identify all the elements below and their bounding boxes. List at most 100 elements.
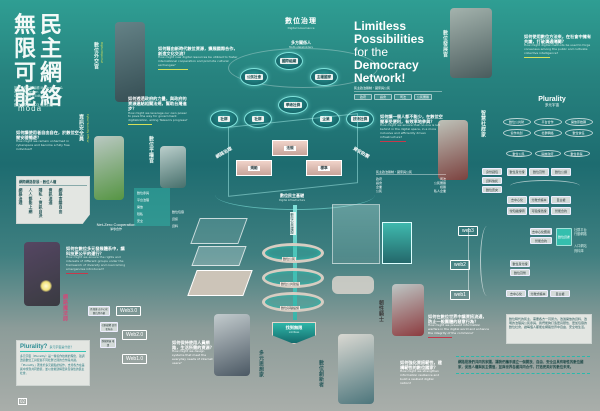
web3-0-label[interactable]: Web3.0 (116, 306, 142, 316)
credits: 設計｜鏡文學編輯 Illustrations & Graphic Design … (14, 86, 63, 107)
question-5: 如何使用數位方法來，在社會中擁有共識，打破溝通隔閡？ How might dig… (524, 34, 594, 58)
ring-digital-citizen (262, 243, 324, 263)
plurality-node: 開放原始碼 (564, 118, 593, 126)
web-mid-items: 數位身分證 數位貨幣 (510, 260, 530, 276)
witch-orb (40, 280, 52, 292)
character-label-security: 資訊安全員 (78, 114, 84, 142)
democracy-node: 司法 (394, 94, 412, 100)
rights-column: 網路治理 (19, 188, 24, 206)
question-7: 如何在數位世界中讓資訊流通，防止一般團體的惡意行為？ How might we … (428, 314, 490, 338)
right-note-panel: 數位時代的民主，需要各方一同努力。透過開放的資料、透明的治理與公民參與，我們能夠… (506, 314, 592, 344)
title-block: 無 限 可 能 民 主 網 絡 (14, 13, 74, 110)
plurality-node: 數位參與 (563, 150, 590, 157)
character-green-scarf (94, 136, 124, 200)
character-label-innovator: 數位創新者 (318, 360, 324, 388)
web-highlight: 數位資產 (556, 228, 572, 246)
character-deer (338, 334, 374, 404)
plurality-node: 協作共創 (502, 129, 531, 137)
disc-sovereign-state[interactable]: 主權國家 (310, 68, 338, 86)
block-standards: 標準 (306, 160, 342, 176)
plurality-node: 開放政府 (534, 150, 561, 157)
plurality-note-panel: Plurality? 多元宇宙是什麼？ 多元宇宙（Plurality）是一種協作… (16, 340, 90, 386)
character-label-smart-community: 智慧社群家 (480, 110, 486, 138)
block-regulation: 法規 (272, 140, 308, 156)
plurality-node: 數位信任 (564, 129, 593, 137)
character-label-security-en: Cyber Security Officer (86, 114, 89, 143)
character-label-diplomat-en: Digital Diplomat (100, 42, 103, 64)
plurality-grid-1: 數位身分證 數位貨幣 數位公證 (507, 168, 571, 176)
rights-column: 網路言論自由 (59, 188, 64, 214)
character-label-equity: 數位平權官 (148, 136, 154, 164)
iso-cubes-right (382, 222, 412, 264)
disc-community[interactable]: 社群 (210, 110, 238, 128)
character-digital-diplomat (115, 22, 145, 102)
web1-0-label[interactable]: Web1.0 (122, 354, 148, 364)
web-curve (480, 226, 494, 296)
title-en: Limitless Possibilities for the Democrac… (354, 19, 425, 85)
character-label-plurality-thinker: 多元思想家 (258, 350, 264, 378)
character-label-diplomat: 數位外交官 (93, 42, 99, 70)
rights-column: 人人都能上網 (29, 188, 34, 214)
ring-label-2: 數位公共建設 (280, 282, 301, 286)
ring-digital-infra (262, 292, 324, 312)
character-label-knight: 韌性騎士 (378, 300, 384, 322)
democracy-node: 議會 (374, 94, 392, 100)
limitless-shield: 找到無限 Limitless (272, 322, 316, 344)
disc-enterprise[interactable]: 企業 (312, 110, 340, 128)
character-label-wizard: 網路魔法師 (62, 294, 68, 322)
pillar-label: 數位公共建設 (290, 212, 296, 235)
web2-0-label[interactable]: Web2.0 (122, 330, 148, 340)
page-number: 02 (18, 398, 28, 405)
iso-layer-base (187, 270, 253, 296)
plurality-node: 數位公共財 (502, 118, 531, 126)
disc-academic[interactable]: 學術社群 (278, 96, 308, 114)
plurality-curve (510, 180, 580, 192)
question-6b: 如何在數位多元發展體系中，讓科技更公平的運行？ How might we ens… (66, 246, 128, 274)
left-teal-list: 數位參與 平台治理 開放 隱私 安全 (134, 188, 170, 226)
character-wanderer (214, 314, 250, 376)
web-side-notes: 社群平台 行動網路 入口網站 資料庫 (574, 228, 587, 253)
web2-label[interactable]: web2 (450, 260, 470, 270)
question-4: 如何讓一個人都不能少，在數位空間享受便利，有效率地參與？ How might w… (380, 114, 444, 142)
plurality-node: 平台合作 (533, 118, 562, 126)
digital-governance-heading: 數位治理 Digital Governance (285, 17, 317, 30)
disc-tech-community[interactable]: 技術社群 (346, 110, 374, 128)
question-2: 如何透過政府的力量，與政府的資源連結相關法規，幫助台灣進步？ How might… (128, 96, 190, 126)
bottom-quote: 網路是我們共同的家園，讓我們攜手建立一個開放、自由、安全且具有韌性的數位國家，促… (456, 356, 590, 374)
question-9: 如何強化資訊韌性，建構韌性的數位國家？ How might we strengt… (400, 360, 442, 385)
democracy-box: 民主政治體制・國家與公民 政府 議會 司法 公民團體 (354, 86, 442, 110)
net-zero-label: Net-Zero Cooperation 淨零合作 (96, 222, 136, 231)
disc-civil-society[interactable]: 公民社會 (240, 68, 268, 86)
web3-label[interactable]: web3 (458, 226, 478, 236)
plurality-left-list: 身份錢包 資料信託 數位皮夾 (482, 168, 502, 193)
iso-layer-top (190, 218, 248, 244)
plurality-grid-3: 零知識證明 可驗證憑證 智能合約 (507, 207, 571, 215)
plurality-node: 數位公民 (505, 150, 532, 157)
plurality-node: 社群網絡 (533, 129, 562, 137)
web-right-items: 去中心化應用 智能合約 (530, 228, 552, 244)
web1-label[interactable]: web1 (450, 290, 470, 300)
rights-column: 資訊流通 (49, 188, 54, 206)
character-label-developer: 數位發展官 (442, 30, 448, 58)
iso-blocks-right (332, 204, 380, 264)
democracy-node: 公民團體 (414, 94, 432, 100)
web-left-notes: 區塊鏈 去中心化 數位所有權 社群媒體 使用者內容 靜態網頁 唯讀 (88, 306, 118, 348)
disc-society[interactable]: 社群 (244, 110, 272, 128)
democracy-node: 政府 (354, 94, 372, 100)
question-1: 如何藉由新時代數位資源，擴展國際合作，創造文化交流？ How might new… (158, 46, 238, 70)
plurality-grid-2: 去中心化 分散式帳本 自主權 (507, 196, 571, 204)
block-norms: 規範 (236, 160, 272, 176)
plurality-nodes-top: 數位公共財 平台合作 開放原始碼 協作共創 社群網絡 數位信任 (500, 118, 595, 137)
title-zh-col2: 民 主 網 絡 (40, 13, 64, 110)
character-tv-heads (450, 8, 492, 78)
question-6: 如何保持使用人員網路，生活所需的資源？ How might we design … (172, 340, 214, 365)
character-witch (24, 242, 60, 306)
character-red-cape (392, 284, 424, 336)
ring-label-1: 數位公民 (282, 257, 297, 261)
disc-international-org[interactable]: 國際組織 (275, 52, 303, 70)
web-bottom-items: 去中心化 分散式帳本 自主權 (506, 290, 570, 297)
human-rights-panel: 網際網路發展・數位人權 網路治理 人人都能上網 隱私・資訊自決 資訊流通 網路言… (16, 176, 90, 224)
ring-label-3: 數位基礎設施 (280, 306, 301, 310)
left-list-2: 數位包容 資訊 資料 (172, 210, 185, 228)
stakeholder-orbit (228, 48, 378, 88)
